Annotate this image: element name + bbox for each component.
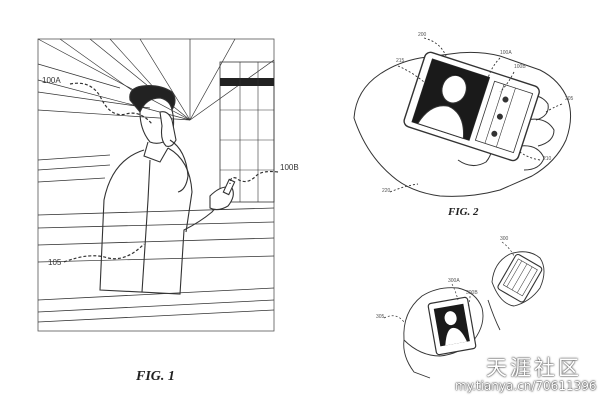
- label-300a: 300A: [448, 278, 460, 284]
- label-fig2-100a: 100A: [500, 50, 512, 56]
- fig1-leaders: [63, 82, 279, 263]
- fig2-leaders: [389, 37, 563, 193]
- watermark-url: my.tianya.cn/70611396: [455, 379, 597, 393]
- label-300b: 300B: [466, 290, 478, 296]
- label-205: 205: [565, 96, 574, 102]
- caption-fig1: FIG. 1: [136, 369, 175, 384]
- fig1-scene: [37, 38, 275, 332]
- label-200: 200: [418, 32, 427, 38]
- watermark-site-name: 天涯社区: [486, 356, 582, 380]
- label-100a: 100A: [42, 76, 61, 85]
- fig1-person: [99, 85, 236, 295]
- fig3-leaders: [383, 241, 515, 323]
- label-220: 220: [382, 188, 391, 194]
- label-fig2-100b: 100B: [514, 64, 526, 70]
- fig3-drawing: [403, 251, 545, 379]
- caption-fig2: FIG. 2: [448, 206, 479, 218]
- label-105: 105: [48, 258, 62, 267]
- label-300: 300: [500, 236, 509, 242]
- fig2-drawing: [353, 51, 572, 197]
- label-100b: 100B: [280, 163, 299, 172]
- label-210: 210: [543, 156, 552, 162]
- label-215: 215: [396, 58, 405, 64]
- label-305: 305: [376, 314, 385, 320]
